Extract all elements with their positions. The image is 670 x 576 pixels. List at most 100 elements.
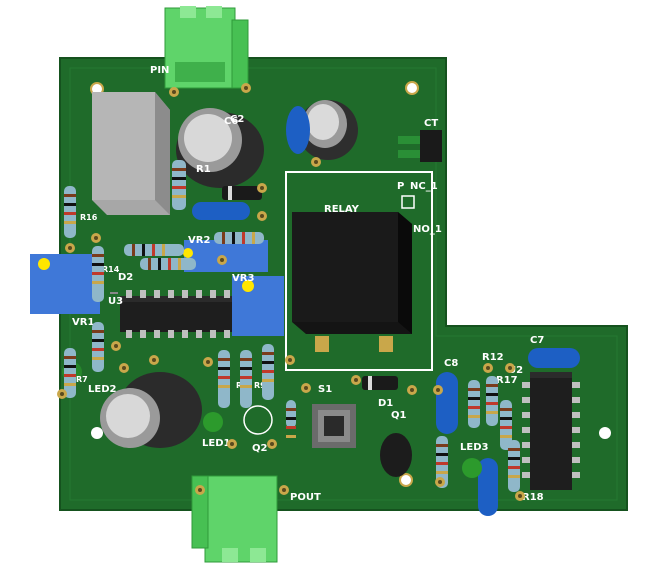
resistor-band — [468, 406, 480, 409]
solder-pad-hole — [220, 258, 224, 262]
resistor-band — [178, 258, 181, 270]
ic-pin — [572, 442, 580, 448]
resistor-band — [172, 177, 186, 180]
resistor-band — [64, 374, 76, 377]
label-r1: R1 — [196, 164, 211, 175]
resistor-band — [486, 393, 498, 396]
solder-pad-hole — [244, 86, 248, 90]
ic-pin — [154, 330, 160, 338]
solder-pad-hole — [152, 358, 156, 362]
ic-pin — [572, 457, 580, 463]
resistor-band — [436, 453, 448, 456]
ic-pin — [224, 290, 230, 298]
ground-pour — [69, 67, 618, 501]
relay — [292, 212, 412, 334]
label-vr3: VR3 — [232, 273, 254, 284]
capacitor-c2 — [286, 100, 358, 160]
resistor-band — [218, 376, 230, 379]
resistor-band — [172, 168, 186, 171]
resistor-band — [436, 471, 448, 474]
resistor-band — [132, 244, 135, 256]
solder-pad-hole — [114, 344, 118, 348]
resistor-band — [508, 457, 520, 460]
resistor-band — [242, 232, 245, 244]
solder-pad-hole — [260, 186, 264, 190]
label-ct: CT — [424, 118, 438, 129]
resistor-band — [240, 358, 252, 361]
resistor-band — [222, 232, 225, 244]
resistor — [486, 376, 498, 426]
diode-d2 — [110, 292, 118, 294]
resistor-band — [486, 384, 498, 387]
mounting-hole-tr — [405, 81, 419, 95]
capacitor-bottom-left — [100, 372, 202, 448]
label-s1: S1 — [318, 384, 332, 395]
label-r17: R17 — [496, 375, 518, 386]
label-r12: R12 — [482, 352, 504, 363]
mounting-hole-bl — [91, 427, 103, 439]
connector-pout — [191, 475, 278, 563]
resistor-band — [262, 379, 274, 382]
label-pout: POUT — [290, 492, 321, 503]
resistor-band — [152, 244, 155, 256]
resistor-band — [286, 435, 296, 438]
resistor-band — [142, 244, 145, 256]
ic-pin — [140, 330, 146, 338]
capacitor-c8 — [436, 372, 458, 434]
resistor-band — [240, 376, 252, 379]
label-d1: D1 — [378, 398, 393, 409]
resistor-band — [500, 408, 512, 411]
ic-u3 — [120, 296, 238, 332]
ic-pin — [154, 290, 160, 298]
ic-u3-pins — [126, 290, 230, 338]
resistor-band — [168, 258, 171, 270]
ic-pin — [522, 397, 530, 403]
capacitor-c7 — [528, 348, 580, 368]
resistor-band — [286, 417, 296, 420]
resistor-band — [158, 258, 161, 270]
resistor-band — [252, 232, 255, 244]
ic-pin — [572, 382, 580, 388]
resistor-band — [148, 258, 151, 270]
ic-pin — [168, 330, 174, 338]
ic-pin — [210, 330, 216, 338]
resistor — [172, 160, 186, 210]
label-r18: R18 — [522, 492, 544, 503]
label-led2: LED2 — [88, 384, 117, 395]
resistor-band — [92, 357, 104, 360]
solder-pad-hole — [410, 388, 414, 392]
label-r14: R14 — [102, 265, 120, 274]
trimmer-vr3 — [232, 276, 284, 336]
resistor — [92, 322, 104, 372]
resistor-band — [172, 195, 186, 198]
led-led3 — [462, 458, 482, 478]
trimmer-vr2 — [183, 240, 268, 272]
resistor-band — [500, 417, 512, 420]
resistor-band — [232, 232, 235, 244]
relay-pad-p — [401, 195, 415, 209]
resistor-band — [262, 361, 274, 364]
solder-pad-hole — [288, 358, 292, 362]
resistor-band — [218, 358, 230, 361]
label-relay-p: P — [397, 181, 404, 192]
ic-u2 — [530, 372, 572, 490]
label-c2: C2 — [230, 114, 244, 125]
solder-pad-hole — [486, 366, 490, 370]
resistor — [468, 380, 480, 428]
capacitor-c6 — [176, 108, 264, 188]
solder-pad-hole — [270, 442, 274, 446]
ic-pin — [572, 412, 580, 418]
label-r16: R16 — [80, 213, 98, 222]
ic-pin — [522, 457, 530, 463]
resistor-band — [218, 385, 230, 388]
resistor-band — [262, 352, 274, 355]
label-r9: R9 — [254, 381, 266, 390]
solder-pad-hole — [260, 214, 264, 218]
resistor-band — [262, 370, 274, 373]
ic-pin — [522, 412, 530, 418]
label-pin: PIN — [150, 65, 169, 76]
resistor-band — [172, 186, 186, 189]
resistor-band — [64, 203, 76, 206]
resistor-band — [92, 339, 104, 342]
